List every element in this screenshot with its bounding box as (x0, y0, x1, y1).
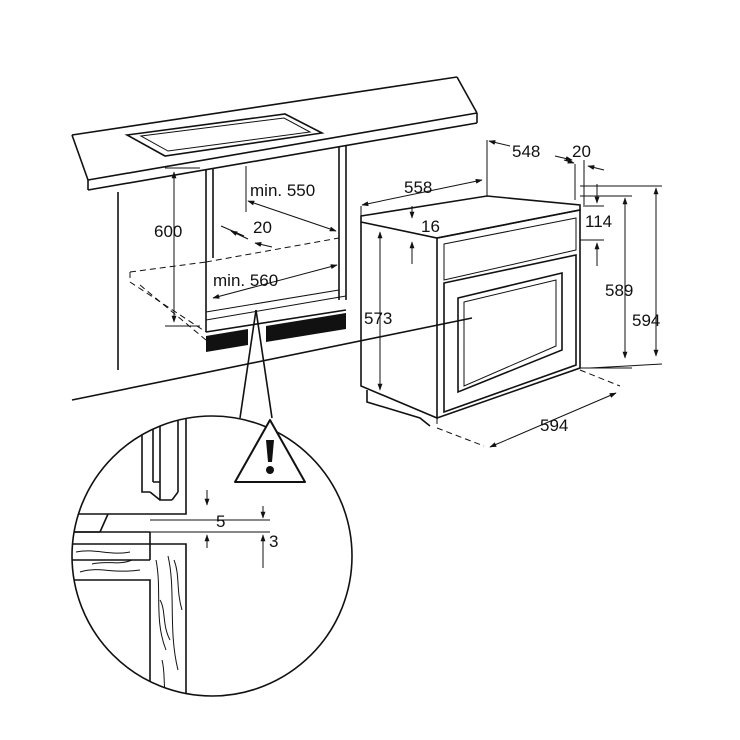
dim-oven-height (580, 185, 663, 369)
label-oven-width-top: 558 (404, 178, 432, 197)
dim-oven-width (436, 369, 621, 448)
label-oven-body-height: 573 (364, 309, 392, 328)
warning-triangle-icon (234, 419, 306, 483)
label-detail-gap-3: 3 (269, 532, 278, 551)
dim-cabinet-width (212, 264, 338, 299)
plinth-vent (206, 313, 346, 352)
callout-leader (239, 309, 273, 419)
oven (360, 195, 581, 427)
label-oven-height: 594 (632, 311, 660, 330)
label-cabinet-height: 600 (154, 222, 182, 241)
label-oven-depth: 548 (512, 142, 540, 161)
label-oven-height-inner: 589 (605, 281, 633, 300)
dim-oven-width-top (360, 178, 488, 221)
dim-cabinet-depth (245, 166, 337, 232)
dim-door-offset (563, 158, 605, 205)
detail-circle (71, 415, 353, 697)
dim-oven-height-inner (580, 195, 632, 369)
label-top-panel: 16 (421, 217, 440, 236)
label-cabinet-depth: min. 550 (250, 181, 315, 200)
label-vent-gap: 20 (253, 218, 272, 237)
label-top-clearance: 114 (585, 212, 612, 231)
label-door-offset: 20 (572, 142, 591, 161)
label-cabinet-width: min. 560 (213, 271, 278, 290)
wall-lines (71, 192, 473, 401)
dim-vent-gap (220, 225, 273, 248)
label-detail-gap-5: 5 (216, 512, 225, 531)
dim-top-clearance (580, 184, 604, 266)
hob (124, 113, 325, 157)
label-oven-width: 594 (540, 416, 568, 435)
cabinet-niche (117, 145, 347, 341)
dim-cabinet-height (165, 167, 200, 327)
countertop (71, 76, 478, 191)
